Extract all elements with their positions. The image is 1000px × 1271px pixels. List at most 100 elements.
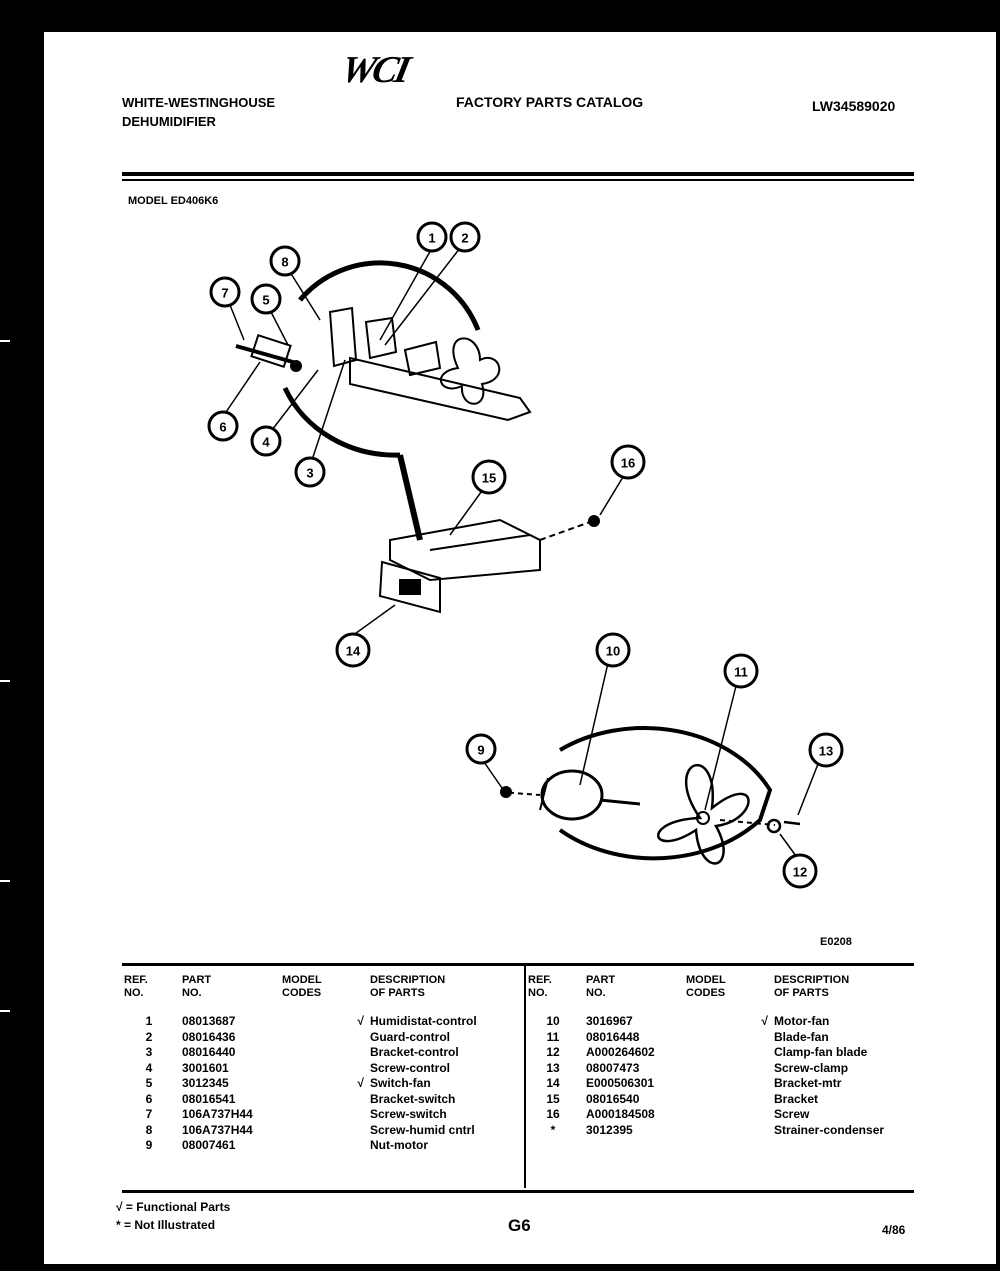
callout-6-label: 6: [219, 420, 226, 435]
part-no-cell: 3012345: [182, 1076, 229, 1090]
callout-15-label: 15: [482, 471, 496, 486]
model-code-cell: [282, 1138, 342, 1154]
callout-1: [416, 221, 448, 253]
exploded-parts-diagram: 1 2 3 4 5 6 7 8 9 10 11 12 13 14 15 16: [207, 221, 844, 889]
callout-14-label: 14: [346, 644, 361, 659]
callout-16-label: 16: [621, 456, 635, 471]
model-code-cell: [282, 1045, 342, 1061]
table-row: 9 08007461 Nut-motor: [124, 1138, 520, 1154]
table-row: 12 A000264602 Clamp-fan blade: [528, 1045, 924, 1061]
ref-no-cell: 9: [145, 1138, 153, 1152]
part-no-cell: A000184508: [586, 1107, 655, 1121]
brand-name: WHITE-WESTINGHOUSE: [122, 95, 276, 110]
model-code-cell: [686, 1092, 746, 1108]
ref-no-cell: 7: [145, 1107, 153, 1121]
callout-16: [610, 444, 646, 480]
description-cell: Bracket-switch: [370, 1091, 456, 1106]
part-no-cell: 3001601: [182, 1060, 229, 1075]
description-cell: Screw: [774, 1107, 810, 1121]
part-no-cell: 08007461: [182, 1138, 236, 1152]
catalog-title: FACTORY PARTS CATALOG: [456, 94, 644, 110]
fan-blade-ghost: [439, 337, 501, 405]
humidistat-control: [364, 316, 398, 360]
description-cell: Nut-motor: [370, 1138, 428, 1152]
part-no-cell: 08016541: [182, 1091, 236, 1106]
header-rule: [122, 179, 914, 181]
screw-16-line: [539, 521, 591, 541]
scan-margin-mark: [0, 680, 10, 682]
motor-shaft: [599, 798, 641, 806]
legend-functional: √ = Functional Parts: [116, 1200, 231, 1214]
ref-no-cell: 4: [145, 1060, 153, 1075]
motor-nut: [500, 786, 512, 798]
part-no-cell: A000264602: [586, 1045, 655, 1059]
functional-mark: [746, 1030, 774, 1046]
callout-10: [595, 632, 631, 668]
fan-blade: [657, 763, 750, 865]
model-code-cell: [282, 1107, 342, 1123]
description-cell: Guard-control: [370, 1029, 450, 1044]
ref-no-cell: 14: [546, 1076, 560, 1090]
callout-10-label: 10: [606, 644, 620, 659]
fan-switch: [250, 334, 292, 368]
ref-no-cell: 13: [546, 1060, 560, 1075]
table-top-rule: [122, 963, 914, 966]
model-code-cell: [282, 1061, 342, 1077]
functional-mark: [342, 1107, 370, 1123]
functional-mark: [746, 1123, 774, 1139]
callout-7-label: 7: [221, 286, 228, 301]
functional-mark: [746, 1045, 774, 1061]
functional-mark: √: [357, 1076, 364, 1090]
description-cell: Bracket-control: [370, 1045, 459, 1059]
scan-margin-mark: [0, 880, 10, 882]
callout-9-label: 9: [477, 743, 484, 758]
callout-1-label: 1: [428, 231, 435, 246]
table-row: 4 3001601 Screw-control: [124, 1061, 520, 1077]
description-cell: Motor-fan: [774, 1014, 830, 1028]
part-no-cell: 08016436: [182, 1029, 236, 1044]
part-no-cell: 106A737H44: [182, 1122, 253, 1137]
ref-no-cell: 11: [546, 1029, 560, 1044]
callout-14: [335, 632, 371, 668]
callout-4-label: 4: [262, 435, 270, 450]
control-guard-outline: [282, 386, 401, 458]
catalog-page: [44, 32, 996, 1264]
figure-code: E0208: [820, 936, 852, 948]
callout-3-label: 3: [306, 466, 313, 481]
model-code-cell: [686, 1061, 746, 1077]
model-code-cell: [282, 1076, 342, 1092]
model-label: MODEL ED406K6: [128, 195, 219, 207]
issue-date: 4/86: [882, 1223, 906, 1237]
switch-shaft: [235, 344, 301, 366]
callout-11-label: 11: [734, 665, 748, 680]
scan-margin-mark: [0, 1010, 10, 1012]
ref-no-cell: 12: [546, 1045, 560, 1059]
description-cell: Clamp-fan blade: [774, 1045, 868, 1059]
model-code-cell: [282, 1030, 342, 1046]
description-cell: Screw-control: [370, 1060, 451, 1075]
functional-mark: [342, 1061, 370, 1077]
callout-5-label: 5: [262, 293, 269, 308]
part-no-cell: 106A737H44: [182, 1107, 253, 1121]
functional-mark: [342, 1138, 370, 1154]
functional-mark: [746, 1076, 774, 1092]
table-bottom-rule: [122, 1190, 914, 1193]
part-no-cell: 08016448: [586, 1029, 640, 1044]
functional-mark: [746, 1107, 774, 1123]
ref-no-cell: 3: [145, 1045, 153, 1059]
model-code-cell: [686, 1123, 746, 1139]
